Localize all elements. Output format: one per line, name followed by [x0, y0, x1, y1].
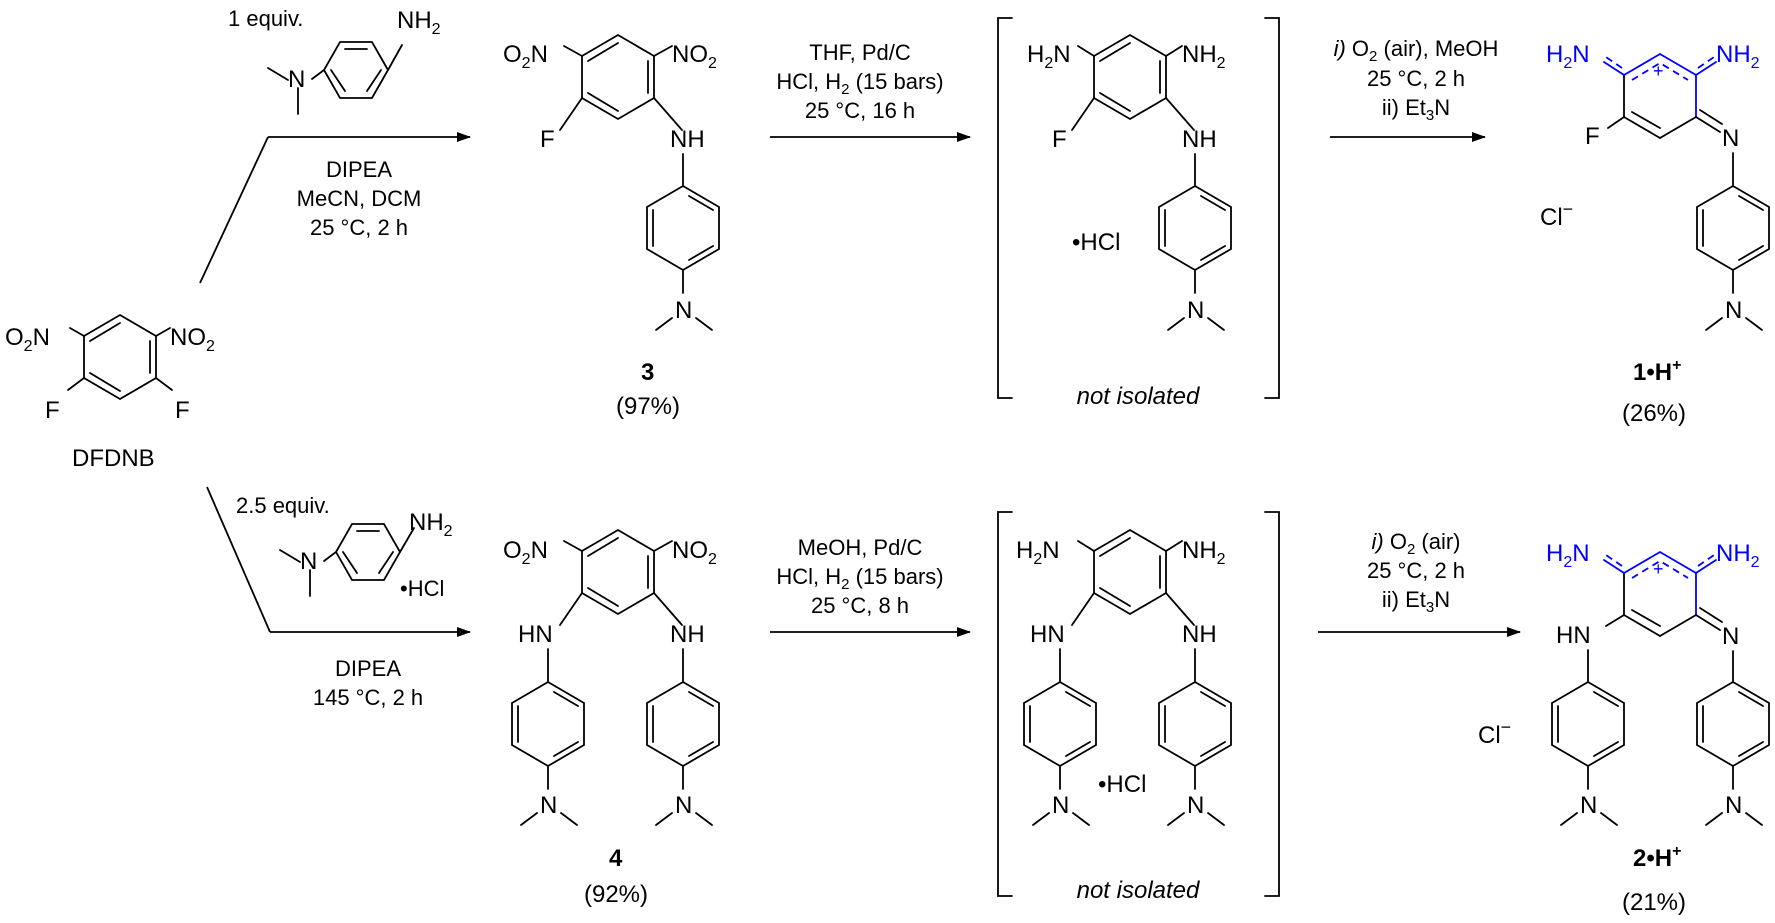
compound-3-yield: (97%): [616, 393, 680, 420]
int2-note: not isolated: [1077, 877, 1200, 904]
top-reagent: 1 equiv. N NH2: [228, 6, 441, 115]
intermediate-bottom-structure: H2N NH2 HN NH N N •HCl not isolated: [997, 511, 1280, 904]
int2-hn: HN: [1030, 621, 1065, 648]
int2-nme2-left: N: [1052, 792, 1069, 819]
step3-top-cond-3: ii) Et3N: [1382, 95, 1450, 124]
int2-salt: •HCl: [1098, 771, 1146, 798]
step2-top-cond-1: THF, Pd/C: [809, 40, 911, 65]
dfdnb-f-left: F: [45, 397, 60, 424]
product-1-charge-ring: +: [1653, 61, 1664, 81]
int1-salt: •HCl: [1072, 229, 1120, 256]
c3-nh: NH: [670, 126, 705, 153]
product-2-charge-ring: +: [1653, 559, 1664, 579]
product-2-structure: + H2N NH2 HN N N N Cl− 2•H+ (21%): [1478, 540, 1770, 916]
top-reagent-amount: 1 equiv.: [228, 6, 303, 31]
step3-top-cond-1: i) O2 (air), MeOH: [1334, 36, 1499, 65]
dfdnb-no2-right: NO2: [170, 324, 215, 355]
p2-nh2: NH2: [1716, 540, 1760, 571]
bottom-cond-2: 145 °C, 2 h: [313, 685, 423, 710]
compound-4-number: 4: [609, 845, 623, 872]
step2-bottom-cond-1: MeOH, Pd/C: [798, 535, 923, 560]
p2-counterion: Cl−: [1478, 717, 1511, 749]
branch-line-bottom: [206, 486, 271, 633]
c4-nme2-right: N: [675, 792, 692, 819]
c4-nh: NH: [670, 621, 705, 648]
int2-nme2-right: N: [1187, 792, 1204, 819]
product-1-yield: (26%): [1622, 400, 1686, 427]
int1-f: F: [1052, 126, 1067, 153]
int2-nh2: NH2: [1182, 537, 1226, 568]
bottom-reagent-amount: 2.5 equiv.: [236, 493, 330, 518]
p2-h2n: H2N: [1546, 540, 1590, 571]
p1-n: N: [1722, 125, 1739, 152]
int1-nh2: NH2: [1182, 41, 1226, 72]
int1-h2n: H2N: [1027, 41, 1071, 72]
product-2-number: 2•H+: [1633, 843, 1681, 872]
step2-bottom-cond-3: 25 °C, 8 h: [811, 593, 909, 618]
intermediate-top-structure: H2N NH2 F NH N •HCl not isolated: [997, 17, 1280, 410]
bottom-reagent-salt: •HCl: [400, 576, 444, 601]
compound-4-yield: (92%): [584, 881, 648, 908]
p1-h2n: H2N: [1546, 41, 1590, 72]
dfdnb-no2-left: O2N: [5, 324, 50, 355]
p1-nh2: NH2: [1716, 41, 1760, 72]
top-cond-3: 25 °C, 2 h: [310, 215, 408, 240]
c4-nme2-left: N: [540, 792, 557, 819]
step3-bottom-cond-3: ii) Et3N: [1382, 587, 1450, 616]
int2-nh: NH: [1182, 621, 1217, 648]
c4-no2: NO2: [672, 537, 717, 568]
p1-f: F: [1585, 123, 1600, 150]
top-cond-1: DIPEA: [326, 157, 392, 182]
step2-top-cond-3: 25 °C, 16 h: [805, 98, 915, 123]
p2-nme2-left: N: [1580, 792, 1597, 819]
int2-h2n: H2N: [1016, 537, 1060, 568]
step3-top-cond-2: 25 °C, 2 h: [1367, 66, 1465, 91]
int1-nme2: N: [1187, 297, 1204, 324]
p2-hn: HN: [1556, 622, 1591, 649]
int1-note: not isolated: [1077, 383, 1200, 410]
int1-nh: NH: [1182, 126, 1217, 153]
bottom-reagent-n: N: [300, 548, 317, 575]
product-2-yield: (21%): [1622, 889, 1686, 916]
c4-o2n: O2N: [503, 537, 548, 568]
step2-top-cond-2: HCl, H2 (15 bars): [776, 69, 943, 98]
p1-counterion: Cl−: [1540, 199, 1573, 231]
p2-n: N: [1722, 623, 1739, 650]
compound-3-number: 3: [641, 359, 654, 386]
compound-4-structure: O2N NO2 HN NH N N 4 (92%): [503, 528, 720, 908]
dfdnb-structure: O2N NO2 F F DFDNB: [5, 313, 215, 472]
step3-bottom-cond-1: i) O2 (air): [1371, 529, 1460, 558]
c3-no2: NO2: [672, 41, 717, 72]
p1-nme2: N: [1725, 297, 1742, 324]
top-reagent-nh2: NH2: [397, 7, 441, 38]
product-1-structure: + H2N NH2 F N N Cl− 1•H+ (26%): [1540, 41, 1770, 427]
p2-nme2-right: N: [1725, 792, 1742, 819]
c3-nme2: N: [675, 297, 692, 324]
bottom-reagent-nh2: NH2: [409, 509, 453, 540]
product-1-number: 1•H+: [1633, 357, 1681, 386]
compound-3-structure: O2N NO2 F NH N 3 (97%): [503, 33, 720, 420]
c3-f: F: [540, 126, 555, 153]
bottom-cond-1: DIPEA: [335, 656, 401, 681]
c3-o2n: O2N: [503, 41, 548, 72]
step3-bottom-cond-2: 25 °C, 2 h: [1367, 558, 1465, 583]
bottom-reagent: 2.5 equiv. N NH2 •HCl: [236, 493, 453, 601]
step2-bottom-cond-2: HCl, H2 (15 bars): [776, 564, 943, 593]
top-reagent-n: N: [288, 66, 305, 93]
dfdnb-label: DFDNB: [72, 445, 155, 472]
dfdnb-f-right: F: [175, 397, 190, 424]
c4-hn: HN: [518, 621, 553, 648]
branch-line-top: [199, 136, 269, 284]
top-cond-2: MeCN, DCM: [297, 186, 422, 211]
